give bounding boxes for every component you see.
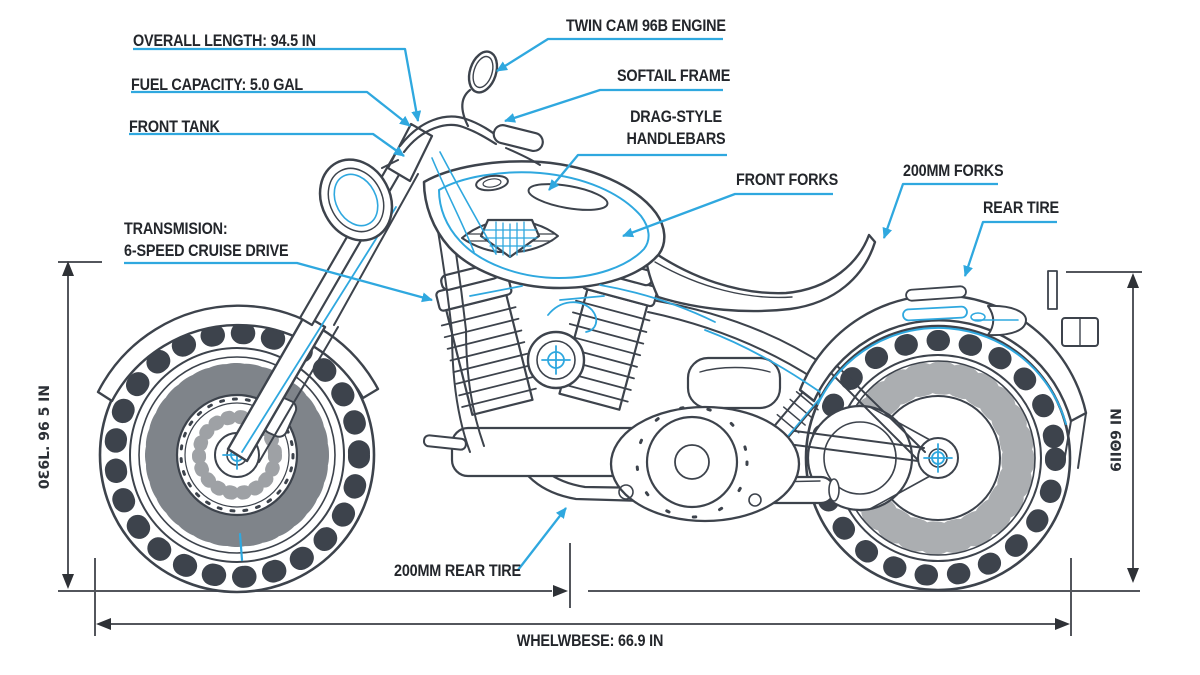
rear-fender [798, 270, 1099, 469]
callout-fuel-capacity: FUEL CAPACITY: 5.0 GAL [131, 76, 304, 95]
dimension-arrowheads [62, 261, 1139, 630]
callout-softail-frame: SOFTAIL FRAME [617, 67, 731, 86]
wheelbase-dimension-label: WHELWBESE: 66.9 IN [516, 632, 664, 651]
callout-front-forks: FRONT FORKS [736, 171, 839, 190]
air-cleaner [526, 330, 586, 390]
callout-overall-length: OVERALL LENGTH: 94.5 IN [133, 32, 316, 51]
callout-200mm-forks: 200MM FORKS [903, 162, 1004, 181]
primary-cover [609, 405, 801, 523]
handlebars [398, 50, 544, 255]
leader-200mm-rear-tire [517, 507, 567, 571]
engine-front-cylinder [435, 262, 537, 416]
leader-overall-length [133, 47, 422, 122]
callout-transmission: TRANSMISION: 6-SPEED CRUISE DRIVE [124, 218, 289, 263]
callout-drag-style-handlebars: DRAG-STYLE HANDLEBARS [622, 106, 730, 151]
callout-line-2: HANDLEBARS [626, 130, 726, 149]
callout-line-1: DRAG-STYLE [630, 108, 722, 127]
leader-twin-cam [496, 37, 723, 72]
left-height-dimension-label: 0Ɛ6L. 96 5 IN [37, 384, 53, 490]
oil-tank [686, 356, 782, 410]
side-mirror [467, 50, 499, 94]
callout-line-1: TRANSMISION: [124, 220, 228, 239]
cyan-accents [469, 284, 821, 393]
fuel-tank [422, 160, 666, 290]
callout-rear-tire: REAR TIRE [983, 199, 1059, 218]
callout-200mm-rear-tire: 200MM REAR TIRE [394, 562, 521, 581]
leader-front-forks [622, 192, 833, 238]
callout-front-tank: FRONT TANK [129, 118, 220, 137]
right-height-dimension-label: 6IIΘ9 IN [1109, 408, 1125, 472]
leader-rear-tire [963, 220, 1057, 277]
headlight [318, 158, 399, 242]
leader-drag-style [548, 153, 727, 191]
leader-softail-frame [504, 88, 723, 123]
leader-transmission [124, 261, 433, 303]
leader-fuel-capacity [131, 90, 411, 127]
mirror-stem [461, 88, 472, 128]
leader-front-tank [129, 132, 405, 157]
dimension-lines [58, 261, 1142, 636]
callout-line-2: 6-SPEED CRUISE DRIVE [124, 242, 289, 261]
callout-leader-lines [124, 37, 1057, 571]
callout-twin-cam-engine: TWIN CAM 96B ENGINE [566, 17, 726, 36]
seat [643, 233, 877, 313]
leader-200mm-forks [882, 182, 998, 239]
